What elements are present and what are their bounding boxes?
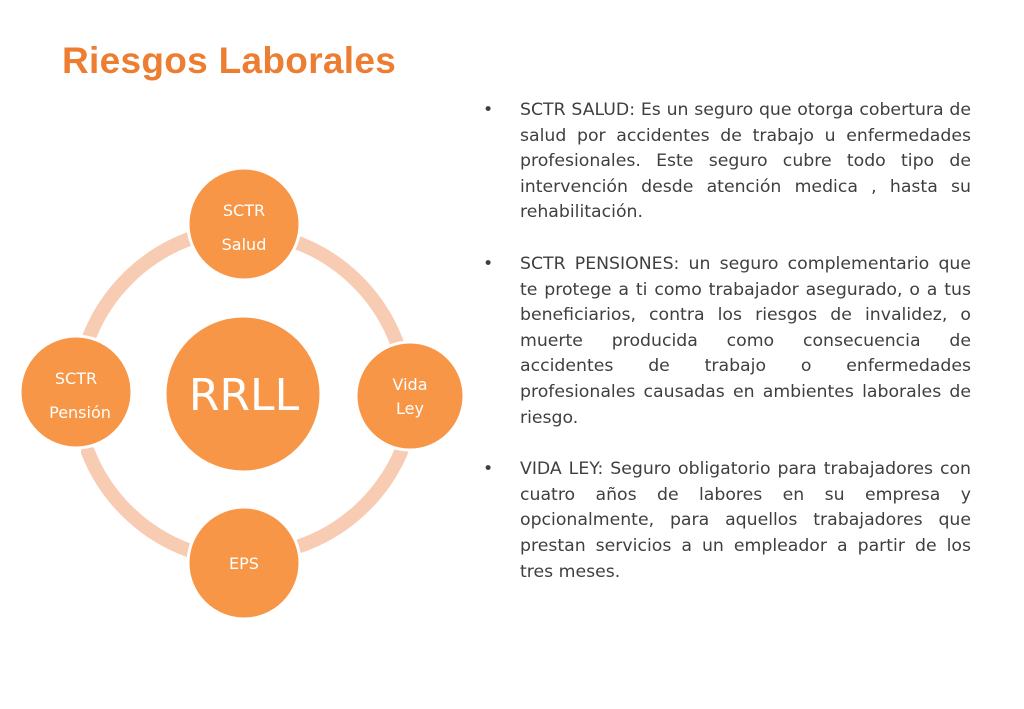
node-sctr-pension-line1: SCTR: [55, 369, 97, 388]
ring-arc-left-top: [81, 231, 199, 347]
bullet-marker: •: [483, 100, 494, 120]
node-sctr-pension-line2: Pensión: [49, 403, 111, 422]
bullet-marker: •: [483, 459, 494, 480]
page-title: Riesgos Laborales: [62, 40, 397, 81]
bullet-vida-ley: • VIDA LEY: Seguro obligatorio para trab…: [483, 457, 971, 585]
ring-arc-bottom-left: [81, 445, 195, 557]
bullet-text: SCTR PENSIONES: un seguro complementario…: [520, 253, 971, 428]
node-sctr-salud-line2: Salud: [222, 235, 267, 254]
bullet-sctr-pensiones: • SCTR PENSIONES: un seguro complementar…: [483, 252, 971, 431]
node-eps: EPS: [186, 505, 302, 621]
node-eps-line1: EPS: [229, 554, 259, 573]
node-sctr-pension: SCTR Pensión: [18, 334, 134, 450]
node-vida-ley-line2: Ley: [396, 399, 424, 418]
node-sctr-salud-line1: SCTR: [223, 201, 265, 220]
center-label: RRLL: [189, 370, 300, 421]
center-node: RRLL: [163, 314, 323, 474]
node-vida-ley: Vida Ley: [354, 340, 466, 452]
ring-arc-top-right: [283, 233, 405, 353]
ring-connectors: [81, 231, 408, 557]
ring-arc-right-bottom: [290, 445, 408, 554]
bullet-marker: •: [483, 253, 494, 274]
bullet-sctr-salud: • SCTR SALUD: Es un seguro que otorga co…: [483, 98, 971, 226]
node-sctr-salud: SCTR Salud: [186, 166, 302, 282]
bullet-list: • SCTR SALUD: Es un seguro que otorga co…: [483, 98, 971, 611]
bullet-text: VIDA LEY: Seguro obligatorio para trabaj…: [520, 459, 971, 582]
bullet-text: SCTR SALUD: Es un seguro que otorga cobe…: [520, 100, 971, 223]
node-vida-ley-line1: Vida: [393, 375, 428, 394]
cycle-diagram: RRLL SCTR Salud Vida Ley EPS SCTR Pensió…: [18, 166, 466, 621]
